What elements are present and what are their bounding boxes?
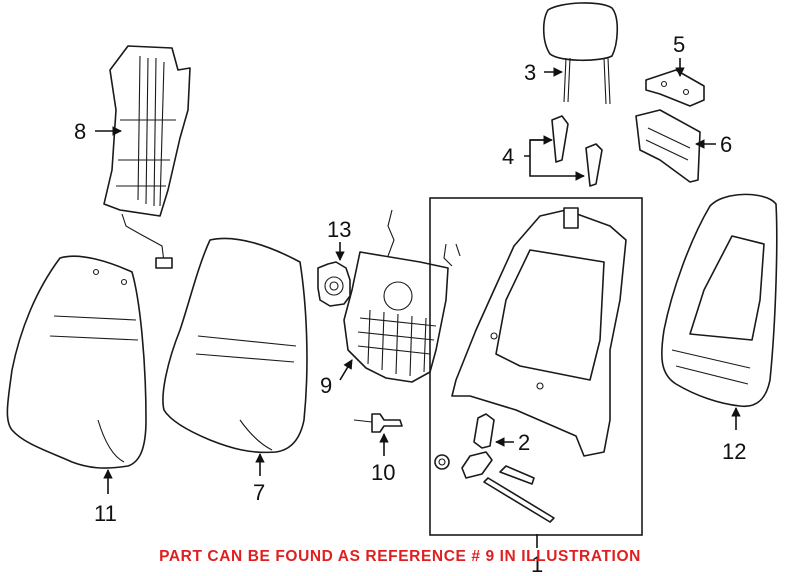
part-7-seatback-pad <box>162 237 308 454</box>
part-12-rear-panel <box>661 193 778 408</box>
label-13: 13 <box>327 217 351 242</box>
leader-9 <box>339 359 353 381</box>
part-6-bracket <box>635 109 701 183</box>
part-8-seatback-heater-mat <box>103 45 191 269</box>
part-9-lumbar-support <box>343 209 461 383</box>
label-2: 2 <box>518 430 530 455</box>
part-5-bracket <box>645 69 705 107</box>
part-2-recliner-parts <box>434 413 555 523</box>
label-5: 5 <box>673 32 685 57</box>
label-6: 6 <box>720 132 732 157</box>
label-8: 8 <box>74 119 86 144</box>
part-1-seatback-frame <box>451 207 627 457</box>
part-1-group-box <box>429 197 643 536</box>
reference-note: PART CAN BE FOUND AS REFERENCE # 9 IN IL… <box>159 548 641 565</box>
part-11-seatback-cover <box>6 255 147 469</box>
part-13-adjuster-gear <box>317 261 351 307</box>
label-7: 7 <box>253 480 265 505</box>
label-1: 1 <box>531 552 543 576</box>
label-3: 3 <box>524 60 536 85</box>
label-10: 10 <box>371 460 395 485</box>
label-12: 12 <box>722 439 746 464</box>
label-9: 9 <box>320 373 332 398</box>
label-11: 11 <box>94 501 117 526</box>
part-3-headrest <box>542 2 619 105</box>
label-4: 4 <box>502 144 514 169</box>
part-10-push-pin <box>353 413 403 433</box>
